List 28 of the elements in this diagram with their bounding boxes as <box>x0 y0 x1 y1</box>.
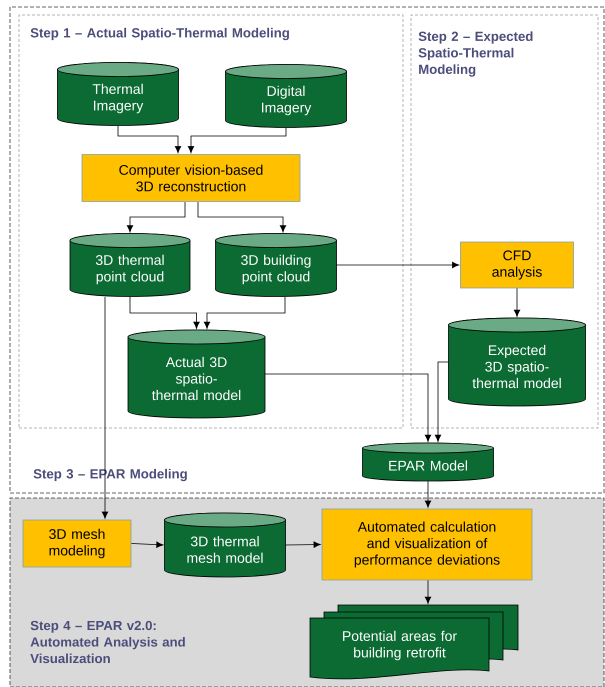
database-cylinder: Thermal Imagery <box>57 62 179 126</box>
arrow <box>434 362 449 442</box>
process-box: 3D mesh modeling <box>22 520 132 568</box>
database-cylinder: 3D thermal mesh model <box>164 512 286 578</box>
arrow <box>118 125 182 154</box>
arrow <box>126 202 186 232</box>
arrow <box>285 541 321 548</box>
database-cylinder: EPAR Model <box>362 442 494 482</box>
arrow <box>264 374 432 442</box>
arrow <box>424 480 432 508</box>
database-cylinder: 3D building point cloud <box>215 233 337 297</box>
database-cylinder: Digital Imagery <box>225 64 347 128</box>
arrow <box>424 580 432 604</box>
arrow <box>336 262 460 268</box>
arrow <box>130 296 200 329</box>
process-box: CFD analysis <box>460 242 574 288</box>
document-stack: Potential areas for building retrofit <box>310 604 518 680</box>
arrow <box>188 127 286 154</box>
database-cylinder: Actual 3D spatio-thermal model <box>128 330 266 418</box>
process-box: Computer vision-based 3D reconstruction <box>82 154 300 202</box>
arrow <box>198 202 286 232</box>
database-cylinder: 3D thermal point cloud <box>70 233 190 297</box>
database-cylinder: Expected 3D spatio-thermal model <box>448 318 586 406</box>
arrow <box>204 296 286 329</box>
arrow <box>514 288 520 317</box>
process-box: Automated calculation and visualization of performance deviations <box>322 508 532 580</box>
arrow <box>102 296 108 519</box>
arrow <box>131 542 164 548</box>
